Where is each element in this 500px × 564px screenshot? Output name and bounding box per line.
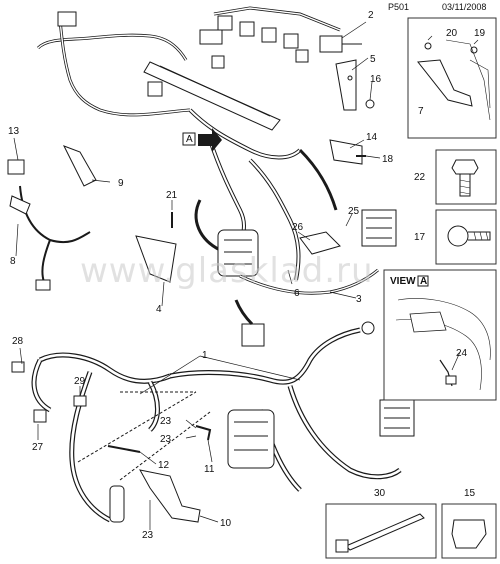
- upper-engine-harness: [36, 6, 397, 347]
- callout-28: 28: [12, 336, 24, 347]
- callout-9: 9: [118, 178, 124, 189]
- callout-5: 5: [370, 54, 376, 65]
- watermark-text: www.glasklad.ru: [80, 251, 374, 291]
- bracket-12: [107, 445, 141, 453]
- callout-10: 10: [220, 518, 232, 529]
- bracket-5: [335, 59, 357, 111]
- callout-21: 21: [166, 190, 178, 201]
- connector-9: [62, 145, 97, 187]
- callout-23-c: 23: [142, 530, 154, 541]
- leader-lines: [13, 21, 381, 530]
- callout-25: 25: [348, 206, 360, 217]
- clip-29: [73, 395, 87, 407]
- callout-16: 16: [370, 74, 382, 85]
- callout-12: 12: [158, 460, 170, 471]
- inset-bracket-7: [407, 17, 497, 139]
- inset-cable-tie-30: [325, 503, 437, 559]
- callout-labels: 2 5 16 14 18 20 19 7 22 17 13 9 8 21 4 2…: [8, 10, 486, 541]
- callout-2: 2: [368, 10, 374, 21]
- bracket-4: [135, 235, 177, 283]
- diagram-date: 03/11/2008: [442, 2, 487, 12]
- callout-27: 27: [32, 442, 44, 453]
- callout-1: 1: [202, 350, 208, 361]
- callout-22: 22: [414, 172, 426, 183]
- bolt-16: [365, 99, 375, 109]
- dashed-guides: [77, 391, 211, 481]
- callout-20: 20: [446, 28, 458, 39]
- callout-23-a: 23: [160, 416, 172, 427]
- lower-harness-1: [31, 321, 415, 523]
- inset-view-a: [383, 269, 497, 401]
- callout-4: 4: [156, 304, 162, 315]
- callout-17: 17: [414, 232, 426, 243]
- callout-23-b: 23: [160, 434, 172, 445]
- clip-28: [11, 361, 25, 373]
- bracket-10: [139, 469, 201, 523]
- callout-29: 29: [74, 376, 86, 387]
- page-code: P501: [388, 2, 410, 12]
- clip-27: [33, 409, 47, 423]
- inset-screw-17: [435, 209, 497, 265]
- harness-8: [9, 185, 91, 291]
- callout-6: 6: [294, 288, 300, 299]
- bracket-11: [195, 425, 212, 441]
- view-title: VIEW: [390, 276, 416, 287]
- view-a-marker: A: [186, 134, 193, 145]
- callout-7: 7: [418, 106, 424, 117]
- view-letter: A: [420, 276, 427, 287]
- callout-11: 11: [204, 464, 215, 475]
- callout-18: 18: [382, 154, 394, 165]
- callout-13: 13: [8, 126, 20, 137]
- inset-grommet-15: [441, 503, 497, 559]
- callout-14: 14: [366, 132, 378, 143]
- callout-15: 15: [464, 488, 476, 499]
- callout-19: 19: [474, 28, 486, 39]
- callout-30: 30: [374, 488, 386, 499]
- callout-26: 26: [292, 222, 304, 233]
- callout-24: 24: [456, 348, 468, 359]
- clip-13: [7, 159, 25, 175]
- callout-3: 3: [356, 294, 362, 305]
- inset-bolt-22: [435, 149, 497, 205]
- callout-8: 8: [10, 256, 16, 267]
